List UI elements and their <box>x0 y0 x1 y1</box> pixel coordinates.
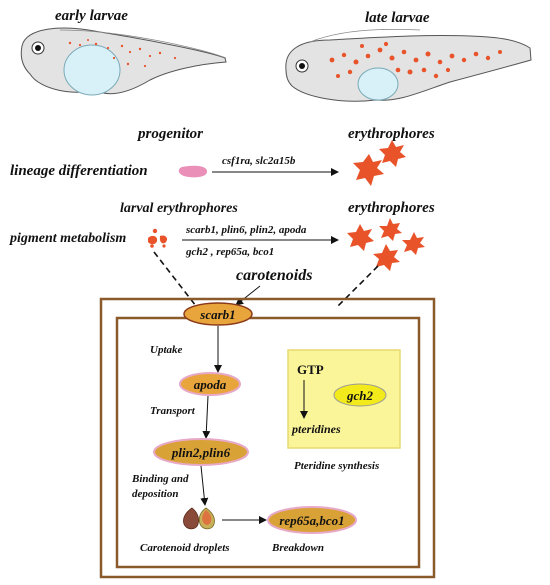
scarb1-oval <box>183 302 253 326</box>
binding-label-line1: Binding and <box>131 473 189 485</box>
gtp-label: GTP <box>297 362 324 377</box>
pigment-metabolism-label: pigment metabolism <box>9 231 126 246</box>
erythrophores-label-top: erythrophores <box>348 126 435 142</box>
erythrophore-star <box>379 140 406 167</box>
binding-label-line2: deposition <box>132 488 178 500</box>
uptake-label: Uptake <box>150 344 183 356</box>
carotenoid-droplets <box>183 507 215 530</box>
plin-oval <box>153 438 249 466</box>
erythrophore-star <box>353 154 384 186</box>
progenitor-cell <box>178 165 208 178</box>
transport-arrow <box>202 395 211 439</box>
transport-label: Transport <box>150 405 196 417</box>
cell-inner-border <box>115 316 421 569</box>
progenitor-label: progenitor <box>136 126 203 142</box>
differentiation-genes: csf1ra, slc2a15b <box>222 155 296 167</box>
gch2-oval <box>333 383 387 407</box>
early-larva-illustration <box>20 27 227 96</box>
plin-label: plin2,plin6 <box>171 445 231 460</box>
lineage-differentiation-label: lineage differentiation <box>10 163 148 179</box>
rep-oval <box>267 506 357 534</box>
scarb1-label: scarb1 <box>199 307 235 322</box>
early-larvae-label: early larvae <box>55 8 128 24</box>
mature-erythrophore-cluster <box>347 218 425 271</box>
breakdown-label: Breakdown <box>271 542 324 554</box>
metabolism-genes-line2: gch2 , rep65a, bco1 <box>185 246 274 258</box>
rep-label: rep65a,bco1 <box>279 513 344 528</box>
late-larvae-label: late larvae <box>365 10 430 26</box>
pteridine-caption: Pteridine synthesis <box>294 460 379 472</box>
carotenoids-arrow <box>235 285 261 306</box>
cell-outer-border <box>99 297 436 579</box>
metabolism-genes-line1: scarb1, plin6, plin2, apoda <box>185 224 307 236</box>
apoda-label: apoda <box>194 377 227 392</box>
late-larva-illustration <box>285 28 532 102</box>
carotenoids-label: carotenoids <box>236 267 312 284</box>
gch2-label: gch2 <box>346 388 374 403</box>
dashed-connector-left <box>153 251 197 307</box>
larval-erythrophores-label: larval erythrophores <box>120 201 238 216</box>
erythrophores-label-bottom: erythrophores <box>348 200 435 216</box>
apoda-oval <box>179 372 241 396</box>
binding-arrow <box>200 465 209 506</box>
pteridines-label: pteridines <box>291 422 341 436</box>
larval-erythrophore-cluster <box>148 228 168 248</box>
droplets-label: Carotenoid droplets <box>140 542 230 554</box>
